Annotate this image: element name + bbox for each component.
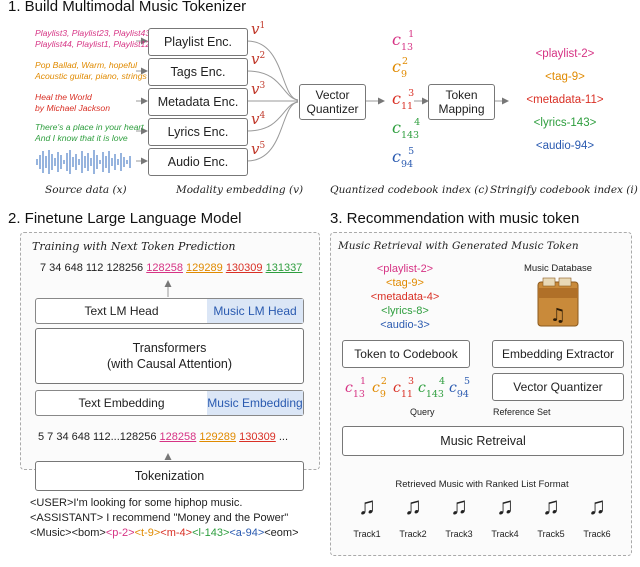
training-title: Training with Next Token Prediction bbox=[32, 240, 236, 253]
track2-label: Track2 bbox=[399, 529, 427, 539]
audio-waveform-icon bbox=[36, 150, 131, 174]
track5-note-icon: ♫ bbox=[542, 493, 560, 520]
lm-head-box: Text LM Head Music LM Head bbox=[35, 298, 304, 324]
tokenization-box: Tokenization bbox=[35, 461, 304, 491]
track3-note-icon: ♫ bbox=[450, 493, 468, 520]
input-id-metadata: 130309 bbox=[239, 431, 276, 443]
input-id-tag: 129289 bbox=[199, 431, 237, 443]
playlist-encoder: Playlist Enc. bbox=[148, 28, 248, 56]
output-id-playlist: 128258 bbox=[146, 262, 183, 274]
text-lm-head: Text LM Head bbox=[84, 304, 159, 318]
track1-label: Track1 bbox=[353, 529, 381, 539]
token-metadata: <metadata-11> bbox=[526, 94, 604, 106]
codebook-index-2: c92 bbox=[392, 56, 409, 80]
audio-encoder: Audio Enc. bbox=[148, 148, 248, 176]
svg-text:♫: ♫ bbox=[550, 305, 566, 326]
query-code-5: c945 bbox=[449, 376, 470, 400]
text-embedding: Text Embedding bbox=[78, 396, 165, 410]
track6-label: Track6 bbox=[583, 529, 611, 539]
retrieval-title: Music Retrieval with Generated Music Tok… bbox=[338, 240, 579, 252]
section-3-title: 3. Recommendation with music token bbox=[330, 210, 580, 227]
prompt-assistant-line: <ASSISTANT> I recommend "Money and the P… bbox=[30, 512, 289, 524]
ranked-list-label: Retrieved Music with Ranked List Format bbox=[395, 479, 569, 490]
metadata-encoder: Metadata Enc. bbox=[148, 88, 248, 116]
tags-encoder: Tags Enc. bbox=[148, 58, 248, 86]
track4-note-icon: ♫ bbox=[496, 493, 514, 520]
output-ids-text: 7 34 648 112 128256 bbox=[40, 262, 144, 274]
gen-token-metadata: <metadata-4> bbox=[370, 291, 440, 303]
input-ids-text: 5 7 34 648 112...128256 bbox=[38, 431, 157, 443]
track6-note-icon: ♫ bbox=[588, 493, 606, 520]
embedding-extractor-box: Embedding Extractor bbox=[492, 340, 624, 368]
gen-token-tag: <tag-9> bbox=[386, 277, 424, 289]
vector-quantizer-box-2: Vector Quantizer bbox=[492, 373, 624, 401]
input-ids-ellipsis: ... bbox=[278, 431, 289, 443]
gen-token-playlist: <playlist-2> bbox=[376, 263, 434, 275]
prompt-text: <USER>I'm looking for some hiphop music.… bbox=[30, 496, 299, 541]
track3-label: Track3 bbox=[445, 529, 473, 539]
music-lm-head: Music LM Head bbox=[207, 299, 303, 323]
caption-codebook-index: Quantized codebook index (c) bbox=[330, 184, 489, 196]
music-database-icon: ♫ bbox=[537, 277, 579, 327]
codebook-index-3: c113 bbox=[392, 88, 415, 112]
reference-set-label: Reference Set bbox=[493, 407, 551, 417]
stage1-connectors bbox=[136, 37, 509, 165]
modality-embedding-v1: v1 bbox=[251, 20, 266, 38]
token-playlist: <playlist-2> bbox=[535, 48, 595, 60]
transformers-box: Transformers(with Causal Attention) bbox=[35, 328, 304, 384]
codebook-index-5: c945 bbox=[392, 146, 415, 170]
music-embedding: Music Embedding bbox=[207, 391, 303, 415]
caption-stringify-index: Stringify codebook index (i) bbox=[490, 184, 638, 196]
music-database-label: Music Database bbox=[523, 263, 593, 274]
output-id-metadata: 130309 bbox=[225, 262, 263, 274]
caption-source-data: Source data (x) bbox=[45, 184, 127, 196]
input-id-playlist: 128258 bbox=[159, 431, 197, 443]
lyrics-encoder: Lyrics Enc. bbox=[148, 118, 248, 146]
gen-token-lyrics: <lyrics-8> bbox=[381, 305, 429, 317]
gen-token-audio: <audio-3> bbox=[380, 319, 430, 331]
input-token-ids: 5 7 34 648 112...128256 128258 129289 13… bbox=[38, 431, 288, 443]
token-to-codebook-box: Token to Codebook bbox=[342, 340, 470, 368]
output-id-lyrics: 131337 bbox=[265, 262, 303, 274]
modality-embedding-v4: v4 bbox=[251, 110, 266, 128]
codebook-index-1: c131 bbox=[392, 29, 415, 53]
modality-embedding-v5: v5 bbox=[251, 140, 266, 158]
modality-embedding-v2: v2 bbox=[251, 50, 266, 68]
query-code-1: c131 bbox=[345, 376, 366, 400]
output-id-tag: 129289 bbox=[186, 262, 223, 274]
prompt-user-line: <USER>I'm looking for some hiphop music. bbox=[30, 497, 243, 509]
track4-label: Track4 bbox=[491, 529, 519, 539]
embedding-box: Text Embedding Music Embedding bbox=[35, 390, 304, 416]
token-audio: <audio-94> bbox=[535, 140, 595, 152]
section-2-title: 2. Finetune Large Language Model bbox=[8, 210, 242, 227]
modality-embedding-v3: v3 bbox=[251, 80, 266, 98]
codebook-index-4: c1434 bbox=[392, 117, 421, 141]
track1-note-icon: ♫ bbox=[358, 493, 376, 520]
token-tag: <tag-9> bbox=[545, 71, 585, 83]
query-code-2: c92 bbox=[372, 376, 387, 400]
track5-label: Track5 bbox=[537, 529, 565, 539]
query-code-4: c1434 bbox=[418, 376, 446, 400]
prompt-music-line: <Music><bom><p-2><t-9><m-4><l-143><a-94>… bbox=[30, 527, 299, 539]
query-label: Query bbox=[410, 407, 435, 417]
output-token-ids: 7 34 648 112 128256 128258 129289 130309… bbox=[40, 262, 302, 274]
query-code-3: c113 bbox=[393, 376, 414, 400]
track2-note-icon: ♫ bbox=[404, 493, 422, 520]
music-retrieval-box: Music Retreival bbox=[342, 426, 624, 456]
caption-modality-embedding: Modality embedding (v) bbox=[176, 184, 304, 196]
section-1-title: 1. Build Multimodal Music Tokenizer bbox=[8, 0, 247, 15]
token-lyrics: <lyrics-143> bbox=[533, 117, 597, 129]
